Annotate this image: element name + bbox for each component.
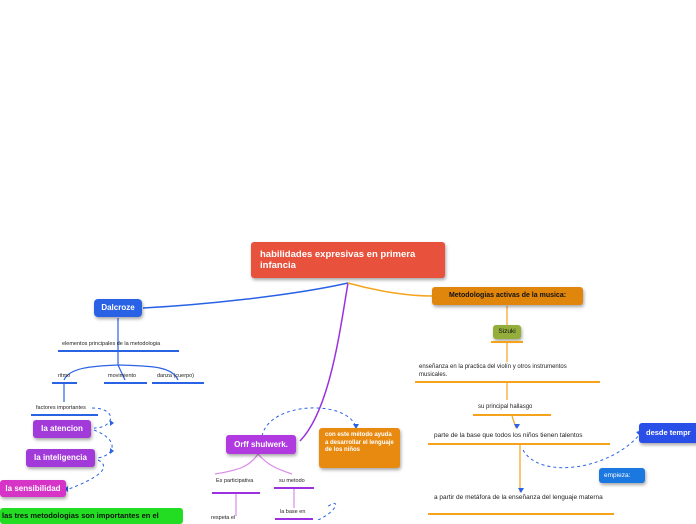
participativa-underline [212, 492, 260, 494]
factors-underline [31, 414, 98, 416]
orff-dashed-link-2 [317, 502, 336, 520]
orff-branch-metodo: su metodo [279, 478, 305, 484]
factor-atencion[interactable]: la atencion [33, 420, 91, 438]
empieza-node[interactable]: empieza: [599, 468, 645, 483]
root-label: habilidades expresivas en primera infanc… [260, 249, 416, 271]
active-text-talentos: parte de la base que todos los niños tie… [434, 432, 583, 439]
active-text-metafora: a partir de metáfora de la enseñanza del… [434, 494, 603, 501]
factor-sensibilidad-label: la sensibilidad [5, 484, 61, 493]
desde-temprano-label: desde tempr [646, 428, 691, 437]
empieza-label: empieza: [604, 472, 631, 479]
active-dashed-link [522, 433, 641, 469]
ritmo-underline [52, 382, 77, 384]
connector-root-active [347, 282, 433, 297]
conclusion-node[interactable]: las tres metodologias son importantes en… [0, 508, 183, 524]
dalcroze-item-ritmo: ritmo [58, 373, 71, 379]
dalcroze-dashed-links [65, 407, 113, 491]
connector-root-dalcroze [142, 282, 349, 309]
orff-sub-left: respeta el [211, 515, 236, 521]
factor-inteligencia-label: la inteligencia [34, 453, 87, 462]
connector-root-orff [299, 282, 349, 442]
elements-underline [58, 350, 179, 352]
suzuki-label: Sizuki [498, 328, 516, 335]
conclusion-label: las tres metodologias son importantes en… [2, 511, 159, 520]
factor-atencion-label: la atencion [41, 424, 83, 433]
dalcroze-label: Dalcroze [101, 303, 135, 312]
active-methodologies-label: Metodologias activas de la musica: [448, 292, 567, 299]
active-connectors [506, 306, 521, 492]
metafora-underline [428, 513, 614, 515]
active-text-violin: enseñanza en la practica del violín y ot… [419, 364, 567, 378]
factor-sensibilidad[interactable]: la sensibilidad [0, 480, 66, 497]
elements-label: elementos principales de la metodologia [62, 341, 161, 347]
dalcroze-node[interactable]: Dalcroze [94, 299, 142, 317]
suzuki-underline [491, 341, 523, 343]
active-text-hallasgo: su principal hallasgo [478, 404, 533, 410]
orff-node[interactable]: Orff shulwerk. [226, 435, 296, 454]
desde-temprano-node[interactable]: desde tempr [639, 423, 696, 443]
orff-note-node[interactable]: con este método ayuda a desarrollar el l… [319, 428, 400, 468]
factor-inteligencia[interactable]: la inteligencia [26, 449, 95, 467]
dalcroze-connectors [63, 318, 179, 402]
orff-note-label: con este método ayuda a desarrollar el l… [325, 432, 394, 453]
base-underline [275, 518, 313, 520]
movimiento-underline [104, 382, 147, 384]
orff-connectors [214, 453, 295, 516]
suzuki-node[interactable]: Sizuki [493, 325, 521, 339]
orff-branch-participativa: Es participativa [216, 478, 254, 484]
hallasgo-underline [473, 414, 551, 416]
factors-label: factores importantes [36, 405, 86, 411]
dalcroze-item-danza: danza (cuerpo) [157, 373, 194, 379]
metodo-underline [274, 487, 314, 489]
violin-underline [415, 381, 600, 383]
danza-underline [152, 382, 204, 384]
dalcroze-item-movimiento: movimiento [108, 373, 137, 379]
talentos-underline [428, 443, 610, 445]
root-node[interactable]: habilidades expresivas en primera infanc… [251, 242, 445, 278]
orff-dashed-link [261, 407, 357, 437]
orff-sub-right: la base en [280, 509, 306, 515]
orff-label: Orff shulwerk. [234, 440, 288, 449]
active-methodologies-node[interactable]: Metodologias activas de la musica: [432, 287, 583, 305]
